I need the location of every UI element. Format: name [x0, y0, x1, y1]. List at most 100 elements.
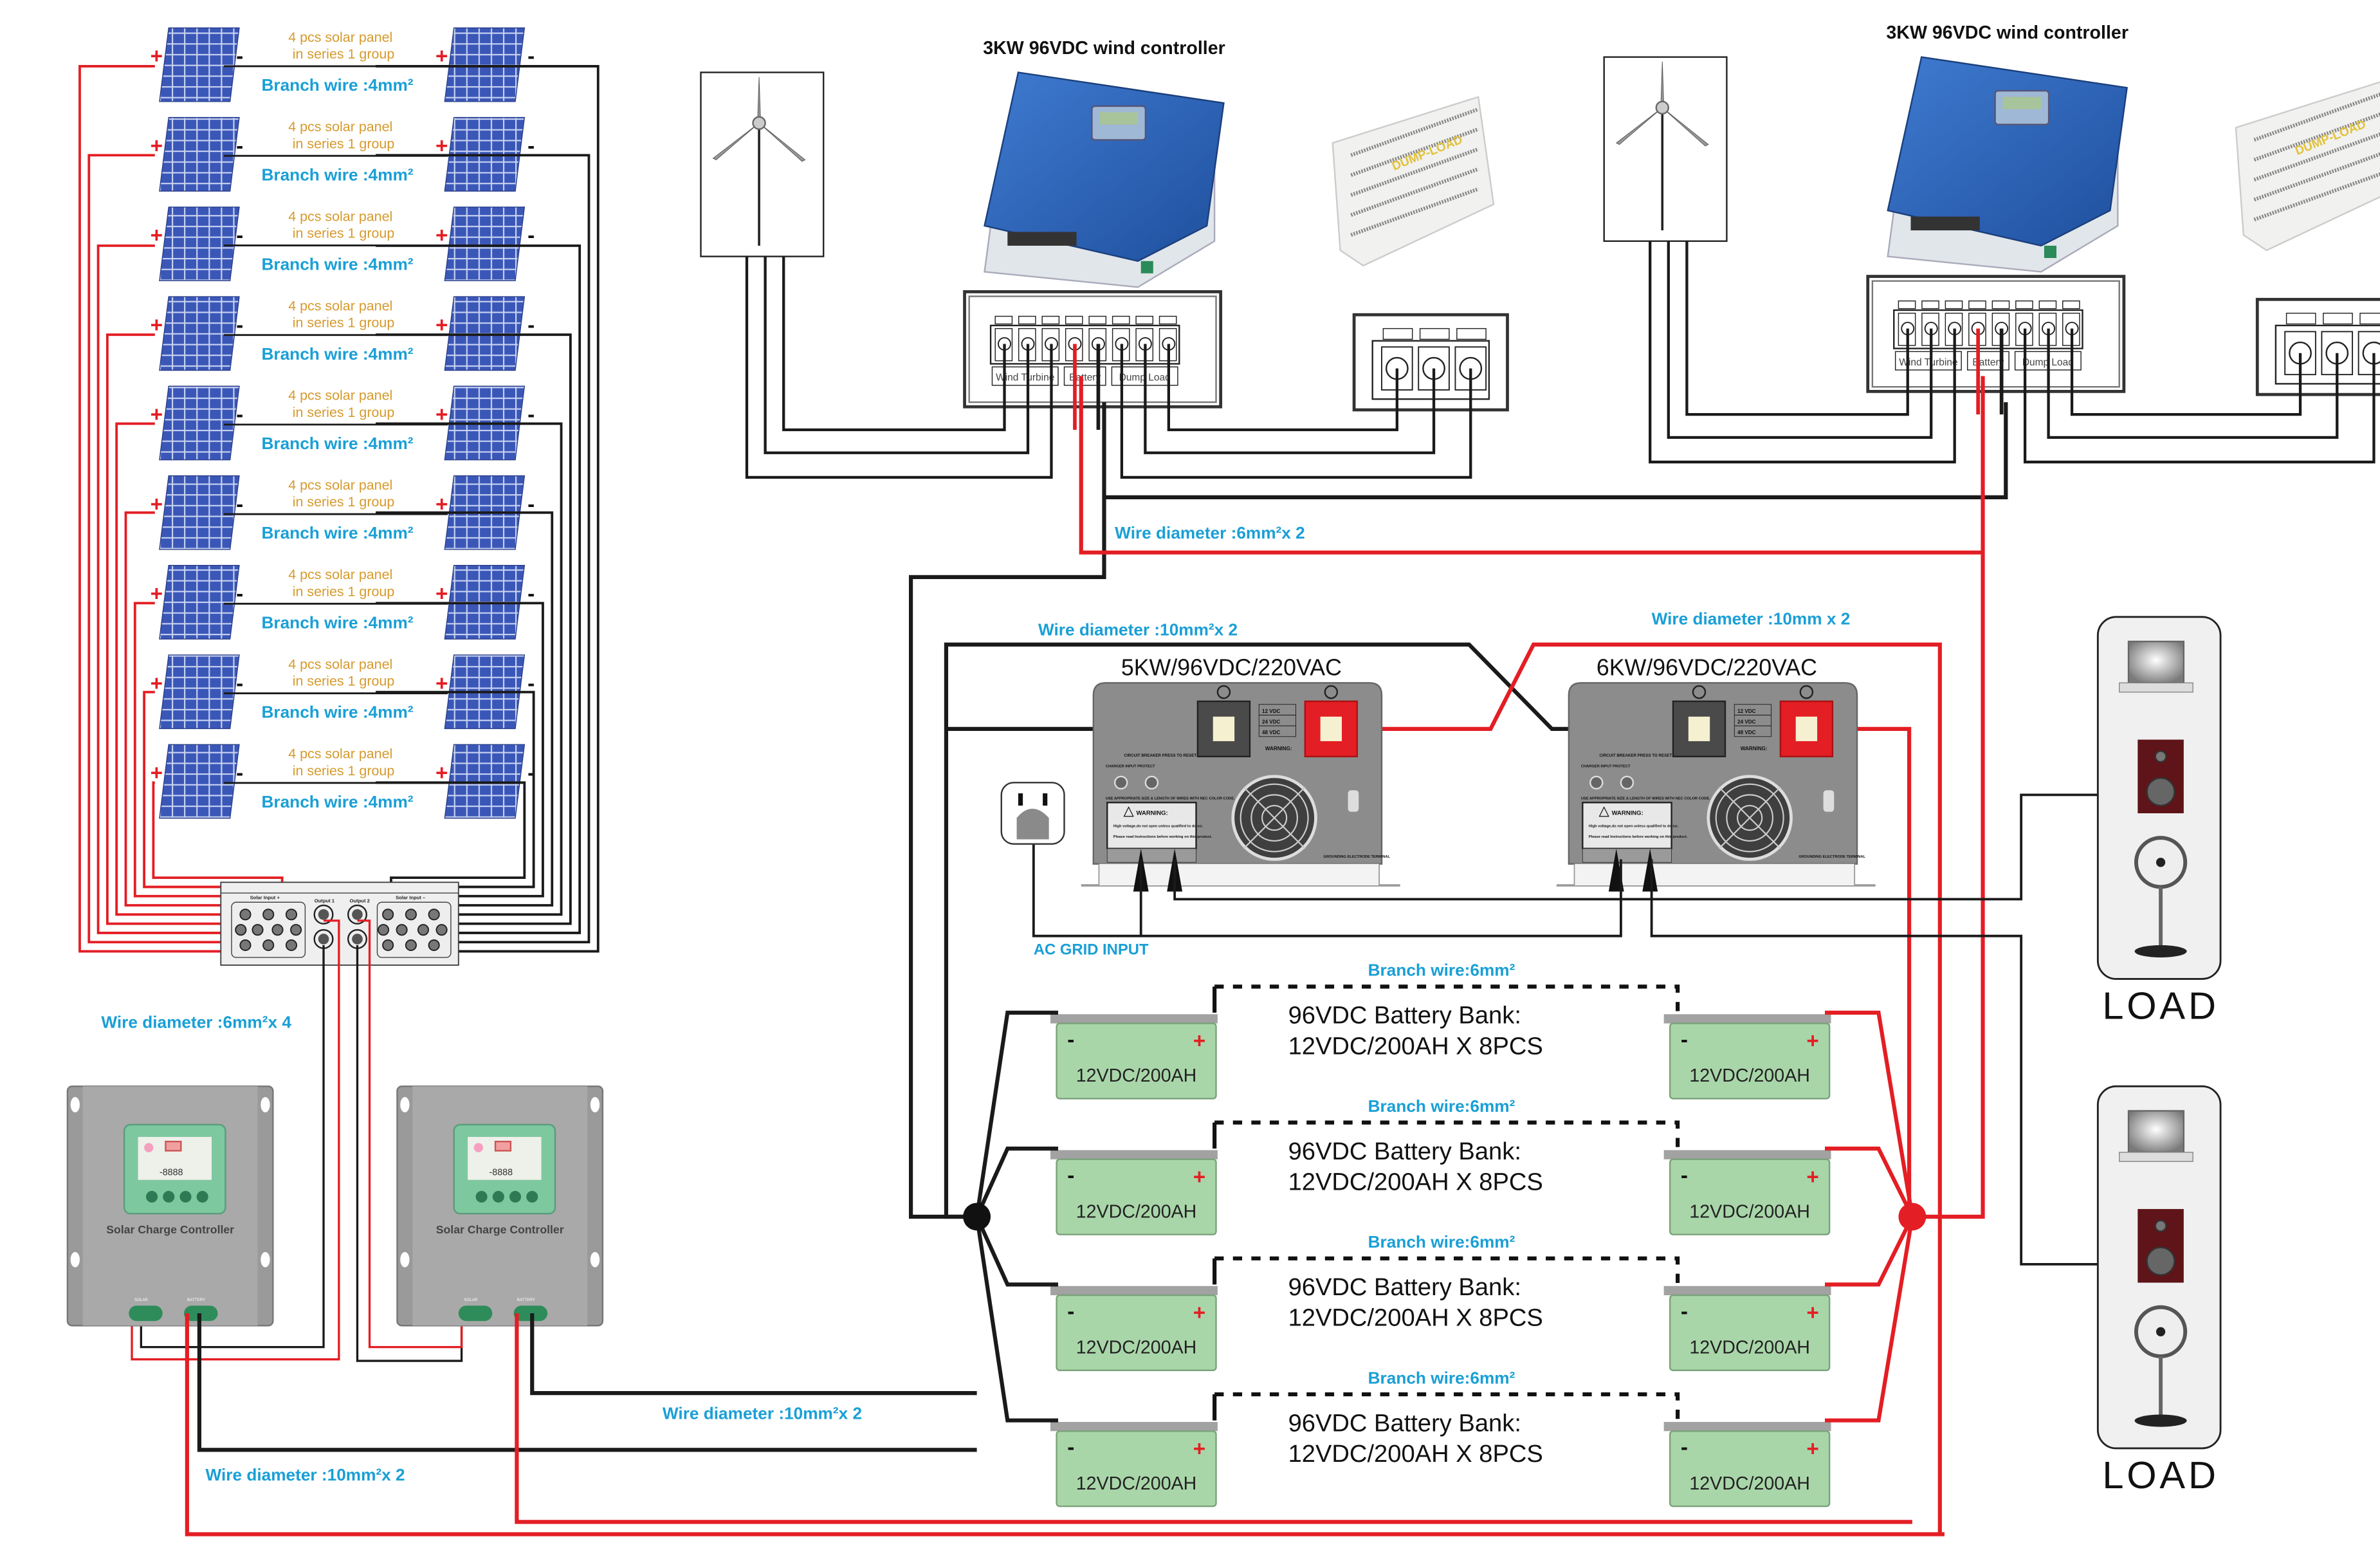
- minus-symbol-icon: [1216, 685, 1231, 699]
- lcd-digits: -8888: [160, 1168, 183, 1178]
- terminal-tab: [2062, 300, 2080, 309]
- warning-line: Please read Instructions before working …: [1589, 835, 1688, 839]
- controller-button[interactable]: [492, 1190, 504, 1203]
- battery-icon: [494, 1140, 512, 1152]
- remote-port[interactable]: [1823, 790, 1835, 812]
- branch-wire-label: Branch wire:6mm²: [1368, 961, 1515, 980]
- plus-terminal-icon: +: [151, 313, 163, 337]
- terminal-tab: [2323, 313, 2353, 325]
- series-link-dashed: [1214, 1392, 1680, 1421]
- solar-panel: [444, 27, 526, 102]
- wind-ac-wires: [745, 256, 1472, 479]
- ac-wiring: [1032, 793, 2098, 1266]
- fan-guard: [1726, 794, 1774, 842]
- minus-terminal-icon: -: [1067, 1028, 1074, 1051]
- controller-button[interactable]: [196, 1190, 208, 1203]
- controller-button[interactable]: [145, 1190, 158, 1203]
- battery-negative-wire: [975, 1147, 1058, 1218]
- bank-title: 96VDC Battery Bank:: [1288, 1273, 1521, 1301]
- sun-icon: [144, 1143, 154, 1152]
- controller-button[interactable]: [509, 1190, 522, 1203]
- controller-cover: [984, 71, 1225, 262]
- controller-button[interactable]: [526, 1190, 538, 1203]
- solar-panel: [159, 207, 240, 281]
- series-link-dashed: [1214, 984, 1680, 1013]
- remote-port[interactable]: [1348, 790, 1359, 812]
- inverter-fuse-button[interactable]: [1620, 775, 1634, 790]
- terminal-tab: [2359, 313, 2380, 325]
- negative-lug: [1213, 716, 1235, 741]
- terminal-gland: [405, 909, 417, 921]
- combiner-output2-label: Output 2: [350, 898, 370, 903]
- minus-terminal-icon: -: [1681, 1300, 1688, 1324]
- battery-lid: [1663, 1150, 1831, 1159]
- computer-base: [2119, 682, 2193, 693]
- dump-load-body: [1332, 96, 1495, 267]
- cable-glands: [235, 904, 448, 952]
- terminal-gland: [417, 924, 430, 936]
- warning-line: High voltage,do not open unless qualifie…: [1589, 824, 1678, 828]
- plus-terminal-icon: +: [435, 582, 448, 606]
- plus-symbol-icon: [1799, 685, 1814, 699]
- charger-fuse-button[interactable]: [1589, 775, 1604, 790]
- branch-wire-label: Branch wire :4mm²: [261, 792, 413, 811]
- controller-button[interactable]: [179, 1190, 192, 1203]
- battery-label: 12VDC/200AH: [1689, 1201, 1810, 1222]
- inverter-fuse-button[interactable]: [1144, 775, 1159, 790]
- polarity-warning: WARNING:: [1741, 746, 1768, 752]
- vent-slots: [1350, 187, 1479, 237]
- battery-port-label: BATTERY: [517, 1298, 535, 1302]
- plus-terminal-icon: +: [435, 672, 448, 696]
- minus-terminal-icon: -: [236, 761, 243, 785]
- battery-port-label: BATTERY: [187, 1298, 205, 1302]
- battery-lid: [1050, 1286, 1218, 1296]
- controller-terminals: [1007, 232, 1077, 246]
- negative-junction: [963, 1203, 991, 1231]
- vent-slots: [2253, 92, 2380, 142]
- voltage-cell: [1734, 725, 1772, 737]
- controller-button[interactable]: [163, 1190, 175, 1203]
- solar-panel-cells: [444, 744, 526, 819]
- terminal-tab: [1921, 300, 1939, 309]
- battery-label: 12VDC/200AH: [1689, 1338, 1810, 1358]
- terminal-tab: [1135, 315, 1154, 325]
- charger-fuse-button[interactable]: [1113, 775, 1128, 790]
- battery-icon: [165, 1140, 182, 1152]
- minus-terminal-icon: -: [527, 582, 535, 606]
- controller-button[interactable]: [475, 1190, 488, 1203]
- series-note: in series 1 group: [293, 405, 395, 420]
- terminal-screw: [2362, 341, 2380, 365]
- series-note: in series 1 group: [293, 674, 395, 689]
- solar-panel-cells: [159, 654, 240, 730]
- grid-socket[interactable]: [1000, 782, 1065, 845]
- battery-label: 12VDC/200AH: [1689, 1066, 1810, 1086]
- terminal-gland: [262, 909, 275, 921]
- plus-terminal-icon: +: [151, 672, 163, 696]
- power-switch[interactable]: [2044, 245, 2056, 258]
- bank-title: 12VDC/200AH X 8PCS: [1288, 1440, 1543, 1468]
- terminal-group-label: Wind Turbine: [1899, 357, 1957, 368]
- series-note: in series 1 group: [293, 494, 395, 510]
- controller-battery-wire-label: Wire diameter :10mm²x 2: [205, 1465, 405, 1484]
- terminal-gland: [435, 924, 448, 936]
- branch-wire-label: Branch wire :4mm²: [261, 434, 413, 453]
- terminal-gland: [285, 939, 298, 952]
- ac-terminal-block: [1582, 848, 1672, 863]
- load-label: LOAD: [2102, 984, 2219, 1027]
- combiner-to-controller-positive: [131, 919, 463, 1361]
- power-switch[interactable]: [1140, 261, 1153, 273]
- inverter2-wire-label: Wire diameter :10mm x 2: [1652, 609, 1851, 629]
- vent-slots: [1350, 127, 1479, 177]
- breaker-label: CIRCUIT BREAKER PRESS TO RESET: [1600, 753, 1672, 758]
- ac-terminal-block: [1106, 848, 1197, 863]
- minus-terminal-icon: -: [527, 761, 535, 785]
- series-note: 4 pcs solar panel: [288, 119, 392, 134]
- combiner-output1-label: Output 1: [315, 898, 335, 903]
- plus-terminal-icon: +: [1193, 1301, 1205, 1325]
- battery-lid: [1050, 1150, 1218, 1159]
- battery-negative-wire: [975, 1010, 1058, 1217]
